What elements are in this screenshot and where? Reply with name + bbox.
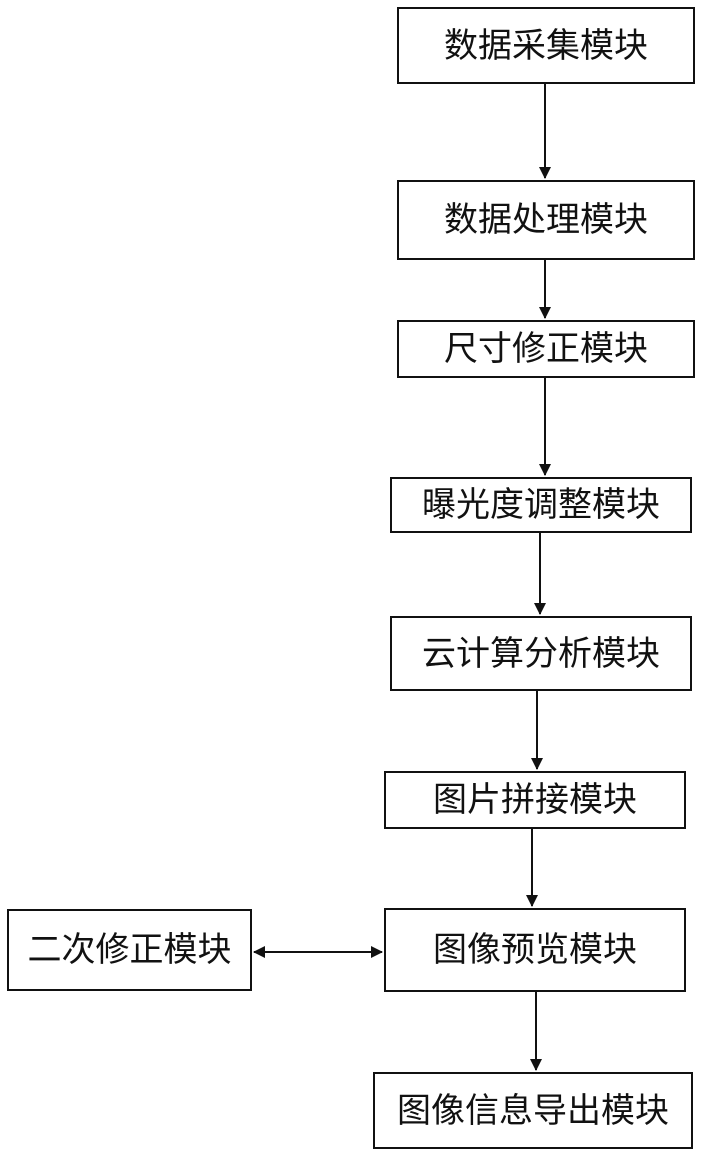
node-secondary-correction: 二次修正模块 [7,909,252,991]
node-data-processing: 数据处理模块 [397,180,695,260]
node-image-stitching: 图片拼接模块 [384,771,686,829]
node-data-collection: 数据采集模块 [397,7,695,84]
node-image-preview: 图像预览模块 [384,908,686,992]
node-image-info-export: 图像信息导出模块 [373,1072,693,1149]
node-exposure-adjustment: 曝光度调整模块 [390,477,692,533]
node-cloud-analysis: 云计算分析模块 [390,616,692,691]
node-size-correction: 尺寸修正模块 [397,320,695,378]
